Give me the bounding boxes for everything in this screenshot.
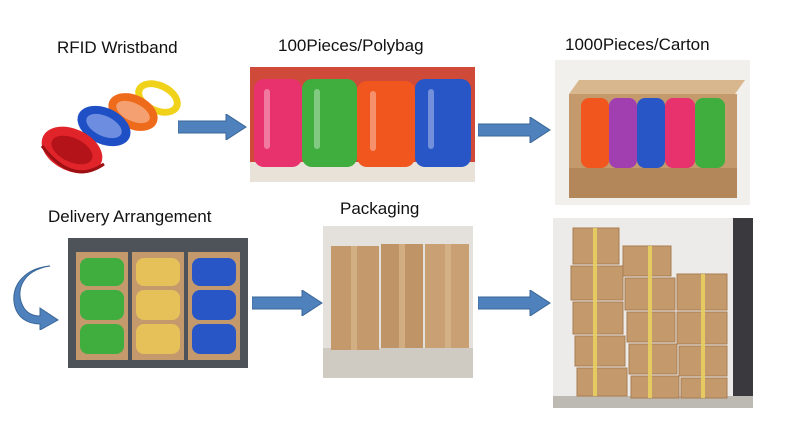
arrow-to-carton <box>478 117 552 143</box>
pallet-cartons-photo <box>553 218 753 408</box>
carton-photo <box>555 60 750 205</box>
polybags-photo <box>250 67 475 182</box>
delivery-arrangement-photo <box>68 238 248 368</box>
label-100-pieces-polybag: 100Pieces/Polybag <box>278 36 424 55</box>
label-packaging: Packaging <box>340 199 420 218</box>
arrow-to-packaging <box>252 290 324 316</box>
arrow-to-shipment <box>478 290 552 316</box>
packaging-photo <box>323 226 473 378</box>
arrow-to-polybag <box>178 114 248 140</box>
label-delivery-arrangement: Delivery Arrangement <box>48 207 212 226</box>
wristbands-photo <box>30 68 195 188</box>
label-1000-pieces-carton: 1000Pieces/Carton <box>565 35 710 54</box>
label-rfid-wristband: RFID Wristband <box>57 38 178 57</box>
curved-return-arrow <box>10 262 62 330</box>
